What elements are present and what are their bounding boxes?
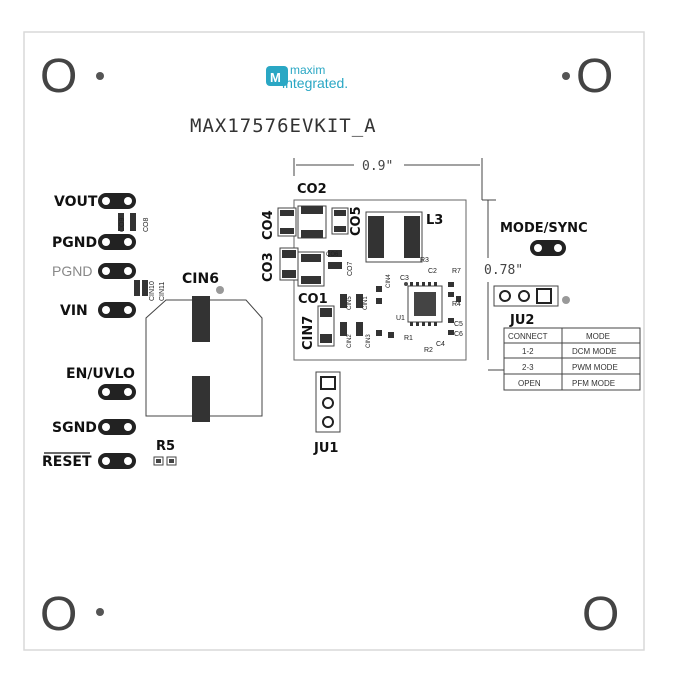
tiny-passives: C3 C2 R7 R4 C6 C5 C4 R2 R1 R3 xyxy=(376,257,463,354)
mode-table-cell: OPEN xyxy=(518,379,541,388)
jumper-ju1: JU1 xyxy=(313,371,341,456)
terminal-pgnd-1: PGND xyxy=(52,234,136,251)
mode-table-cell: PFM MODE xyxy=(572,379,615,388)
part-number: MAX17576EVKIT_A xyxy=(190,115,377,137)
svg-text:CO3: CO3 xyxy=(261,252,276,282)
dimension-width xyxy=(293,158,483,200)
mode-table xyxy=(488,327,641,391)
svg-text:CO2: CO2 xyxy=(297,182,327,197)
dimension-height-label: 0.78" xyxy=(484,263,523,278)
svg-text:R2: R2 xyxy=(424,347,433,354)
svg-text:JU1: JU1 xyxy=(313,441,338,456)
svg-text:MODE/SYNC: MODE/SYNC xyxy=(500,221,588,236)
inductor-l3: L3 xyxy=(365,211,443,263)
terminal-pgnd-2: PGND xyxy=(52,263,136,279)
svg-text:L3: L3 xyxy=(426,213,443,228)
output-caps: CO2 CO4 CO5 CO3 CO1 CO6 CO7 xyxy=(261,182,364,307)
resistor-r5: R5 xyxy=(153,439,177,466)
mode-table-header-mode: MODE xyxy=(586,332,610,341)
mode-table-text: CONNECT MODE 1-2 DCM MODE 2-3 PWM MODE O… xyxy=(508,332,618,388)
mode-table-cell: 1-2 xyxy=(522,347,534,356)
svg-text:CIN10: CIN10 xyxy=(149,281,156,301)
maxim-logo-icon xyxy=(266,66,288,86)
svg-text:CIN3: CIN3 xyxy=(366,334,372,348)
svg-text:R4: R4 xyxy=(452,301,461,308)
svg-text:R5: R5 xyxy=(156,439,175,454)
terminal-sgnd: SGND xyxy=(52,419,136,436)
svg-text:CIN11: CIN11 xyxy=(159,282,166,301)
terminal-vout: VOUT xyxy=(54,193,136,210)
corner-dot-tr xyxy=(562,72,570,80)
corner-mark-bl: O xyxy=(40,588,77,641)
corner-mark-tl: O xyxy=(40,50,77,103)
svg-text:CIN7: CIN7 xyxy=(301,316,316,350)
svg-text:R1: R1 xyxy=(404,335,413,342)
svg-text:CO7: CO7 xyxy=(347,262,354,277)
terminal-label: PGND xyxy=(52,235,97,251)
caps-co8-co9: CO9 CO8 xyxy=(118,213,150,232)
cap-cin7: CIN7 xyxy=(301,305,335,350)
svg-text:CIN5: CIN5 xyxy=(347,296,353,310)
cap-cin6: CIN6 xyxy=(145,271,263,422)
terminal-label: RESET xyxy=(42,454,92,470)
svg-text:M: M xyxy=(270,70,281,85)
svg-text:CO6: CO6 xyxy=(326,252,339,258)
corner-dot-bl xyxy=(96,608,104,616)
terminal-mode-sync: MODE/SYNC xyxy=(500,221,588,256)
corner-marks: O O O O xyxy=(40,50,619,641)
svg-text:CO9: CO9 xyxy=(119,218,126,233)
svg-text:CO5: CO5 xyxy=(349,206,364,236)
corner-dot-tl xyxy=(96,72,104,80)
brand-line1: maxim xyxy=(290,63,325,77)
jumper-ju2: JU2 xyxy=(493,285,570,328)
svg-text:CIN1: CIN1 xyxy=(363,296,369,310)
svg-text:U1: U1 xyxy=(396,315,405,322)
ic-u1: U1 xyxy=(396,282,443,326)
corner-mark-tr: O xyxy=(576,50,613,103)
terminal-label: PGND xyxy=(52,263,92,279)
brand-line2: integrated. xyxy=(282,75,348,91)
dimension-width-label: 0.9" xyxy=(362,159,393,174)
svg-text:JU2: JU2 xyxy=(509,313,534,328)
mode-table-cell: DCM MODE xyxy=(572,347,616,356)
dimension-height xyxy=(482,199,496,360)
svg-text:CIN6: CIN6 xyxy=(182,271,219,287)
corner-mark-br: O xyxy=(582,588,619,641)
terminal-label: EN/UVLO xyxy=(66,366,135,382)
svg-text:C6: C6 xyxy=(454,331,463,338)
terminal-label: VIN xyxy=(60,303,88,319)
svg-text:C4: C4 xyxy=(436,341,445,348)
svg-text:CO8: CO8 xyxy=(143,218,150,233)
svg-text:R7: R7 xyxy=(452,268,461,275)
terminal-label: SGND xyxy=(52,420,97,436)
terminal-reset: RESET xyxy=(42,452,136,470)
svg-text:R3: R3 xyxy=(420,257,429,264)
svg-text:C2: C2 xyxy=(428,268,437,275)
svg-text:CIN2: CIN2 xyxy=(347,334,353,348)
small-input-caps: CIN5 CIN1 CIN2 CIN3 CIN4 xyxy=(340,274,392,348)
svg-text:CIN4: CIN4 xyxy=(386,274,392,288)
mode-table-header-connect: CONNECT xyxy=(508,332,548,341)
mode-table-cell: 2-3 xyxy=(522,363,534,372)
svg-text:C5: C5 xyxy=(454,321,463,328)
mode-table-cell: PWM MODE xyxy=(572,363,618,372)
svg-text:CO4: CO4 xyxy=(261,210,276,240)
caps-cin10-cin11: CIN10 CIN11 xyxy=(134,280,166,301)
maxim-logo: M maxim integrated. xyxy=(266,63,348,91)
terminal-label: VOUT xyxy=(54,194,98,210)
svg-text:CO1: CO1 xyxy=(298,292,328,307)
svg-text:C3: C3 xyxy=(400,275,409,282)
terminal-en-uvlo: EN/UVLO xyxy=(66,366,136,400)
terminal-vin: VIN xyxy=(60,302,136,319)
